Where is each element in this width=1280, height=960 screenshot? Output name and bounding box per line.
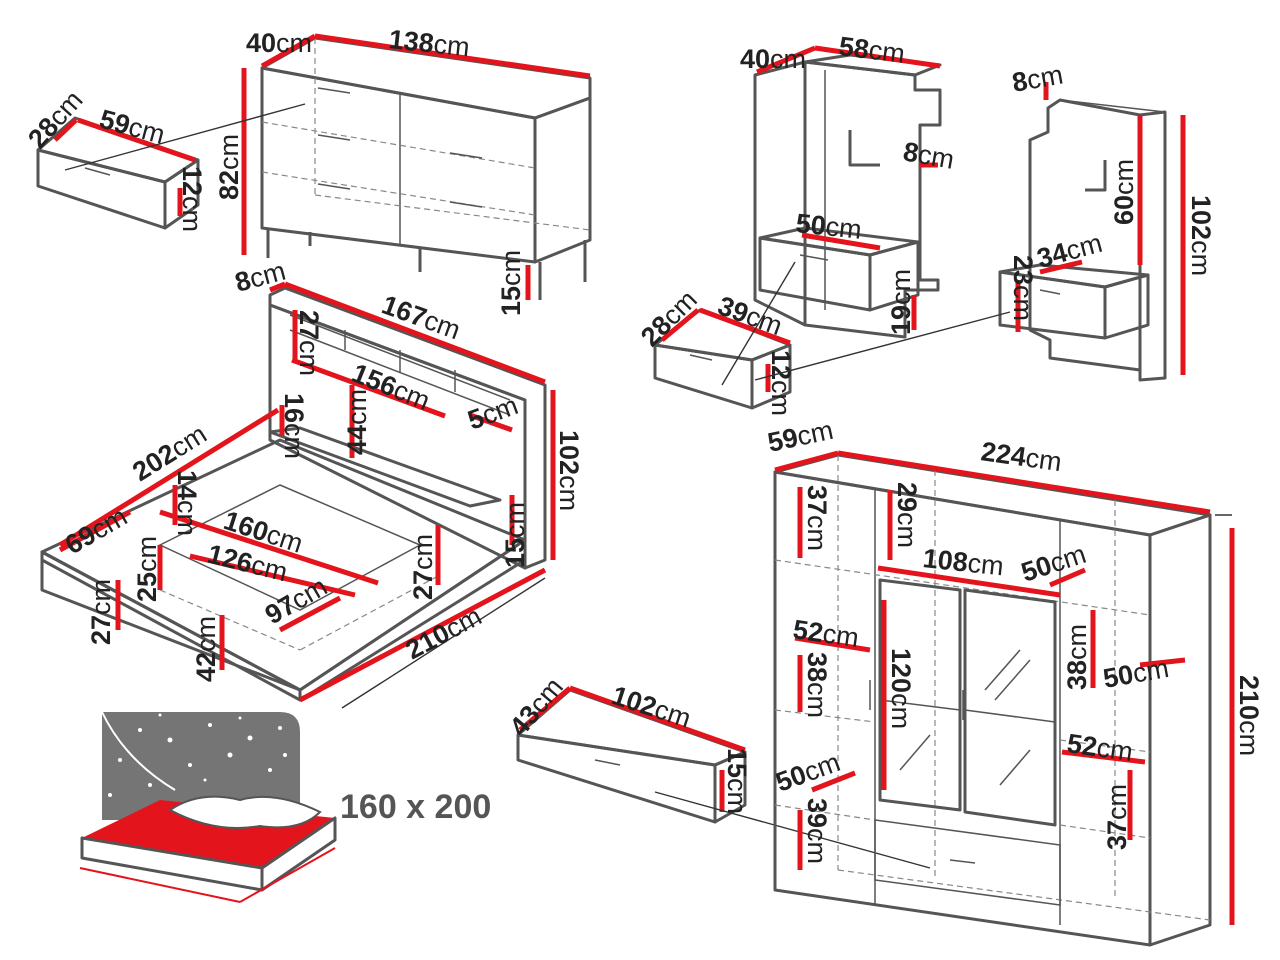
dim-label: 42cm <box>191 616 221 682</box>
dim-label: 15cm <box>722 748 752 814</box>
dim-label: 50cm <box>772 747 844 798</box>
dim-label: 210cm <box>1234 675 1264 756</box>
dim-label: 38cm <box>802 652 832 718</box>
dim-label: 60cm <box>1109 159 1139 225</box>
dim-label: 82cm <box>214 134 244 200</box>
mattress-size: 160 x 200 <box>340 788 491 826</box>
dim-label: 27cm <box>294 310 324 376</box>
dim-label: 37cm <box>1102 784 1132 850</box>
hallway-panel-labels: 40cm 58cm 8cm 50cm 19cm 28cm 39cm 12cm <box>635 31 956 416</box>
wardrobe-drawing <box>773 450 1235 947</box>
dim-label: 38cm <box>1062 624 1092 690</box>
wardrobe-labels: 59cm 224cm 37cm 29cm 108cm 50cm 52cm 38c… <box>765 415 1264 864</box>
nightstand-panel-labels: 8cm 60cm 102cm 34cm 23cm <box>1008 60 1216 322</box>
dim-label: 43cm <box>504 672 569 742</box>
dim-label: 69cm <box>60 501 132 560</box>
bed-drawer-drawing <box>516 685 931 869</box>
dim-label: 39cm <box>802 798 832 864</box>
dim-label: 138cm <box>387 24 471 62</box>
dim-label: 39cm <box>714 290 786 341</box>
dim-label: 29cm <box>892 482 922 548</box>
dim-label: 5cm <box>464 390 522 436</box>
dresser-labels: 40cm 138cm 82cm 15cm 28cm 59cm 12cm <box>22 24 526 316</box>
dim-label: 102cm <box>1186 195 1216 276</box>
hallway-panel-drawing <box>653 45 942 410</box>
dim-label: 25cm <box>132 536 162 602</box>
dim-label: 14cm <box>172 470 202 536</box>
dim-label: 50cm <box>794 208 863 245</box>
dim-label: 27cm <box>408 534 438 600</box>
dim-label: 102cm <box>608 680 694 734</box>
dim-label: 120cm <box>886 648 916 729</box>
dresser-drawing <box>36 33 592 300</box>
dim-label: 40cm <box>246 28 312 58</box>
dim-label: 44cm <box>342 389 372 455</box>
dim-label: 12cm <box>766 350 796 416</box>
dim-label: 15cm <box>496 250 526 316</box>
dim-label: 58cm <box>837 31 906 69</box>
dim-label: 59cm <box>96 104 168 150</box>
dim-label: 52cm <box>1065 728 1135 767</box>
dim-label: 23cm <box>1008 255 1038 321</box>
dim-label: 50cm <box>1018 539 1090 588</box>
dim-label: 28cm <box>635 284 703 352</box>
dim-label: 59cm <box>765 415 836 458</box>
dim-label: 37cm <box>802 485 832 551</box>
dim-label: 8cm <box>901 136 956 174</box>
stars-decoration <box>108 713 287 797</box>
bed-icon <box>79 711 337 903</box>
nightstand-panel-drawing <box>754 82 1186 382</box>
dim-label: 224cm <box>979 436 1063 477</box>
dim-label: 40cm <box>740 44 806 74</box>
dim-label: 27cm <box>86 579 116 645</box>
dim-label: 15cm <box>500 502 530 568</box>
dim-label: 52cm <box>791 614 861 653</box>
dim-label: 12cm <box>177 166 207 232</box>
dim-label: 16cm <box>279 393 309 459</box>
dim-label: 19cm <box>886 269 916 335</box>
dim-label: 108cm <box>921 543 1005 581</box>
dim-label: 102cm <box>554 430 584 511</box>
dim-label: 50cm <box>1101 653 1171 694</box>
bed-drawing <box>40 281 556 709</box>
dim-label: 8cm <box>1010 60 1065 98</box>
bed-labels: 8cm 167cm 27cm 156cm 44cm 5cm 102cm 16cm… <box>60 256 584 682</box>
